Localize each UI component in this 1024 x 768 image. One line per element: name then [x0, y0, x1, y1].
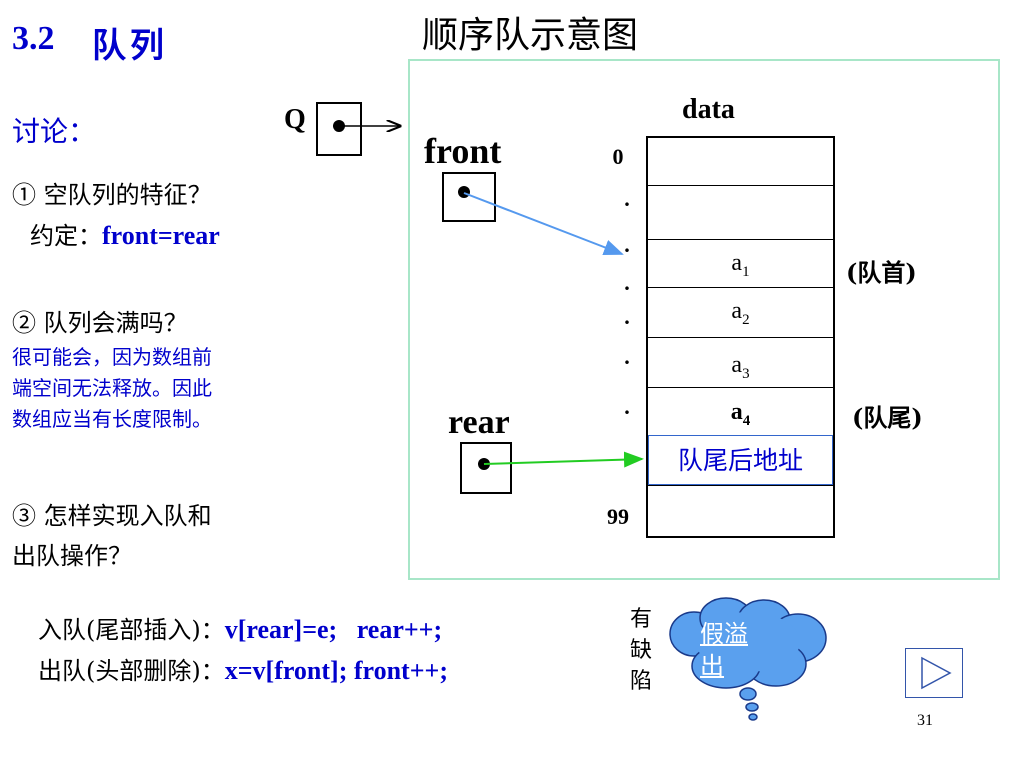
array-cell-tail-address: 队尾后地址 — [648, 435, 833, 485]
array-cell-a4: a4 — [648, 387, 833, 435]
cell-base: a — [731, 250, 743, 276]
discussion-heading: 讨论： — [12, 115, 97, 148]
index-dot: . — [624, 232, 630, 257]
array-cell — [648, 485, 833, 536]
dequeue-code: x=v[front]; front++; — [224, 656, 449, 685]
dequeue-label: 出队(头部删除)： — [38, 657, 225, 685]
question-3: ③ 怎样实现入队和 出队操作？ — [12, 496, 212, 576]
defect-char: 陷 — [629, 669, 652, 694]
front-label: front — [424, 131, 502, 171]
question-2: ② 队列会满吗？ — [12, 309, 188, 337]
index-end-label: 99 — [607, 504, 629, 529]
cell-sub: 2 — [742, 311, 750, 328]
enqueue-line: 入队(尾部插入)：v[rear]=e; rear++; — [38, 610, 442, 645]
answer-line-1: 很可能会，因为数组前 — [12, 345, 212, 369]
array-cell-a1: a1 — [648, 239, 833, 287]
answer-line-3: 数组应当有长度限制。 — [12, 407, 212, 431]
defect-char: 缺 — [629, 638, 652, 663]
diagram-frame — [408, 59, 1000, 580]
cloud-callout-icon — [669, 597, 827, 721]
array-cell-a3: a3 — [648, 337, 833, 387]
index-start-label: 0 — [612, 144, 624, 169]
diagram-title: 顺序队示意图 — [422, 15, 639, 56]
index-dot: . — [624, 344, 630, 369]
page-number: 31 — [917, 712, 933, 729]
section-title: 队列 — [92, 26, 168, 66]
index-dot: . — [624, 442, 630, 467]
q-label: Q — [284, 104, 306, 135]
play-button[interactable] — [905, 648, 963, 698]
rear-pointer-dot — [478, 458, 490, 470]
head-note: (队首) — [846, 258, 917, 287]
play-icon — [921, 656, 952, 690]
index-dot: . — [624, 186, 630, 211]
array-cell — [648, 138, 833, 185]
question-1: ① 空队列的特征？ — [12, 181, 212, 209]
question-2-answer: 很可能会，因为数组前 端空间无法释放。因此 数组应当有长度限制。 — [12, 342, 212, 435]
defect-note: 有 缺 陷 — [628, 604, 654, 697]
cell-base: a — [730, 399, 743, 425]
rear-pointer-box — [460, 442, 512, 494]
cell-sub: 4 — [742, 412, 751, 429]
cell-sub: 3 — [742, 365, 750, 382]
dequeue-line: 出队(头部删除)：x=v[front]; front++; — [38, 651, 448, 686]
defect-char: 有 — [629, 607, 652, 632]
answer-line-2: 端空间无法释放。因此 — [12, 376, 212, 400]
rear-label: rear — [448, 404, 510, 441]
cell-sub: 1 — [742, 263, 750, 280]
array-cell-a2: a2 — [648, 287, 833, 337]
front-pointer-dot — [458, 186, 470, 198]
tail-note: (队尾) — [852, 403, 923, 432]
q-pointer-dot — [333, 120, 345, 132]
index-dot: . — [624, 270, 630, 295]
data-label: data — [682, 94, 735, 125]
section-number: 3.2 — [12, 20, 55, 57]
data-array: a1 a2 a3 a4 队尾后地址 — [646, 136, 835, 538]
cell-base: a — [731, 352, 743, 378]
question-3-line-1: ③ 怎样实现入队和 — [12, 502, 212, 530]
enqueue-label: 入队(尾部插入)： — [38, 616, 225, 644]
cloud-text: 假溢出 — [700, 620, 748, 680]
front-pointer-box — [442, 172, 496, 222]
array-cell — [648, 185, 833, 239]
convention-label: 约定： — [30, 222, 102, 250]
question-3-line-2: 出队操作？ — [12, 542, 132, 570]
index-dot: . — [624, 304, 630, 329]
question-1-convention: 约定：front=rear — [30, 216, 220, 251]
cell-base: a — [731, 298, 743, 324]
q-pointer-box — [316, 102, 362, 156]
index-dot: . — [624, 394, 630, 419]
convention-value: front=rear — [102, 221, 220, 250]
enqueue-code: v[rear]=e; rear++; — [224, 615, 443, 644]
